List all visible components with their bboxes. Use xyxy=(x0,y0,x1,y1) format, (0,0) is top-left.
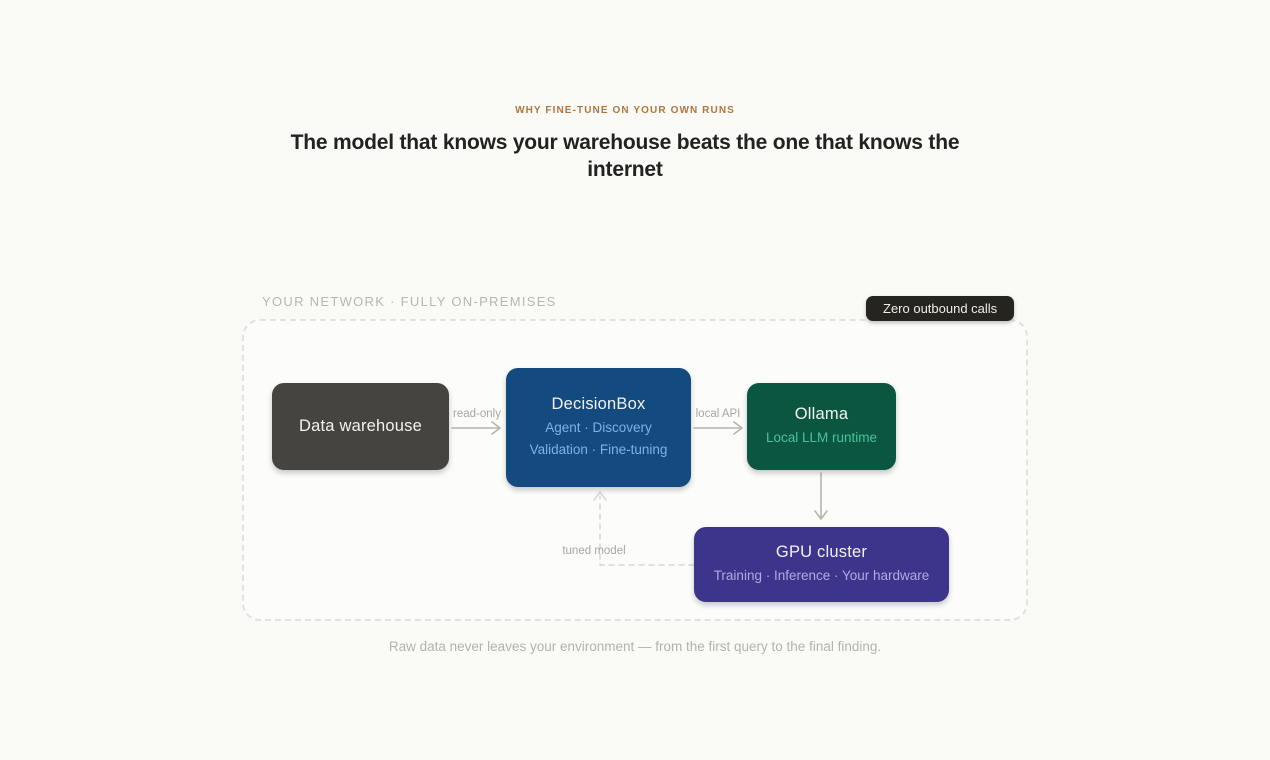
diagram-caption: Raw data never leaves your environment —… xyxy=(388,639,882,654)
node-gpu-cluster: GPU cluster Training · Inference · Your … xyxy=(694,527,949,602)
node-data-warehouse: Data warehouse xyxy=(272,383,449,470)
node-decisionbox-subtitle-line-2: Validation · Fine-tuning xyxy=(529,441,668,457)
edge-label-tuned-model: tuned model xyxy=(562,545,626,557)
node-data-warehouse-title: Data warehouse xyxy=(299,417,422,435)
edge-label-local-api: local API xyxy=(695,408,741,420)
node-ollama: Ollama Local LLM runtime xyxy=(747,383,896,470)
node-gpu-cluster-subtitle: Training · Inference · Your hardware xyxy=(713,567,930,583)
node-ollama-subtitle: Local LLM runtime xyxy=(765,429,878,445)
node-decisionbox-title: DecisionBox xyxy=(551,394,646,413)
page-title-line-1: The model that knows your warehouse beat… xyxy=(290,131,960,154)
node-decisionbox-subtitle: Agent · Discovery Validation · Fine-tuni… xyxy=(530,417,668,461)
network-boundary-label: YOUR NETWORK · FULLY ON-PREMISES xyxy=(262,294,557,309)
page-title-line-2: internet xyxy=(587,158,663,181)
node-decisionbox: DecisionBox Agent · Discovery Validation… xyxy=(506,368,691,487)
zero-outbound-badge: Zero outbound calls xyxy=(866,296,1015,321)
node-decisionbox-subtitle-line-1: Agent · Discovery xyxy=(545,419,652,435)
page-title: The model that knows your warehouse beat… xyxy=(0,129,1250,183)
node-ollama-title: Ollama xyxy=(794,404,849,423)
section-eyebrow: WHY FINE-TUNE ON YOUR OWN RUNS xyxy=(515,105,735,116)
edge-label-read-only: read-only xyxy=(453,408,501,420)
node-gpu-cluster-title: GPU cluster xyxy=(775,542,868,561)
